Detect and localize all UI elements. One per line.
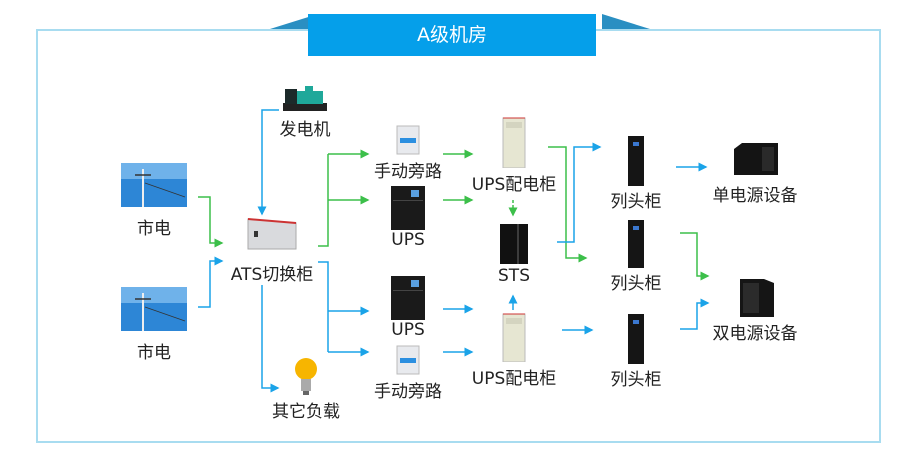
line-utility-top-ats	[198, 196, 224, 248]
switch-cabinet-icon	[247, 218, 297, 250]
banner-wings	[270, 14, 650, 29]
generator-icon	[283, 86, 327, 111]
line-generator-ats	[257, 109, 279, 216]
rack-cabinet-icon	[628, 314, 644, 364]
column-cab-3-label: 列头柜	[610, 370, 662, 390]
single-power-label: 单电源设备	[712, 186, 798, 206]
line-utility-bottom-ats	[198, 256, 224, 308]
circuit-breaker-icon	[396, 345, 420, 375]
bypass-top-label: 手动旁路	[374, 162, 442, 182]
node-other-load: 其它负载	[266, 357, 346, 422]
ups-dist-bottom-label: UPS配电柜	[471, 369, 557, 389]
distribution-cabinet-icon	[502, 313, 526, 362]
node-column-cab-2: 列头柜	[604, 218, 668, 294]
line-ats-lower-branch	[318, 261, 329, 352]
bypass-bottom-label: 手动旁路	[374, 382, 442, 402]
ups-bottom-label: UPS	[391, 320, 425, 340]
distribution-cabinet-icon	[502, 117, 526, 168]
tower-server-icon	[740, 279, 774, 317]
node-utility-top: 市电	[118, 163, 190, 239]
node-bypass-top: 手动旁路	[368, 125, 448, 182]
ats-label: ATS切换柜	[230, 265, 314, 285]
circuit-breaker-icon	[396, 125, 420, 155]
line-sts-column1	[557, 142, 602, 243]
utility-pole-icon	[121, 163, 187, 207]
sts-icon	[500, 224, 528, 264]
node-ats: ATS切换柜	[222, 215, 322, 285]
title-banner: A级机房	[270, 7, 650, 56]
node-generator: 发电机	[270, 83, 340, 140]
node-ups-dist-top: UPS配电柜	[466, 116, 562, 195]
utility-top-label: 市电	[137, 219, 171, 239]
generator-label: 发电机	[279, 120, 331, 140]
node-utility-bottom: 市电	[118, 287, 190, 363]
ups-dist-top-label: UPS配电柜	[471, 175, 557, 195]
node-bypass-bottom: 手动旁路	[368, 345, 448, 402]
ups-top-label: UPS	[391, 230, 425, 250]
node-column-cab-1: 列头柜	[604, 134, 668, 212]
node-ups-bottom: UPS	[378, 274, 438, 340]
utility-bottom-label: 市电	[137, 343, 171, 363]
sts-label: STS	[498, 266, 530, 286]
dual-power-label: 双电源设备	[712, 324, 798, 344]
ups-icon	[391, 186, 425, 230]
column-cab-2-label: 列头柜	[610, 274, 662, 294]
line-ats-other-load	[261, 285, 280, 393]
line-dist-top-column2	[548, 146, 588, 263]
page-title: A级机房	[308, 14, 596, 56]
server-icon	[734, 143, 778, 175]
utility-pole-icon	[121, 287, 187, 331]
other-load-label: 其它负载	[272, 402, 340, 422]
node-single-power: 单电源设备	[700, 141, 810, 206]
node-sts: STS	[490, 222, 538, 286]
line-column3-dual	[680, 298, 710, 330]
line-ats-upper-branch	[318, 154, 329, 247]
column-cab-1-label: 列头柜	[610, 192, 662, 212]
light-bulb-icon	[295, 358, 317, 395]
node-ups-top: UPS	[378, 184, 438, 250]
rack-cabinet-icon	[628, 220, 644, 268]
node-ups-dist-bottom: UPS配电柜	[466, 312, 562, 389]
ups-icon	[391, 276, 425, 320]
node-column-cab-3: 列头柜	[604, 312, 668, 390]
rack-cabinet-icon	[628, 136, 644, 186]
node-dual-power: 双电源设备	[700, 275, 810, 344]
line-column2-dual	[680, 232, 710, 281]
